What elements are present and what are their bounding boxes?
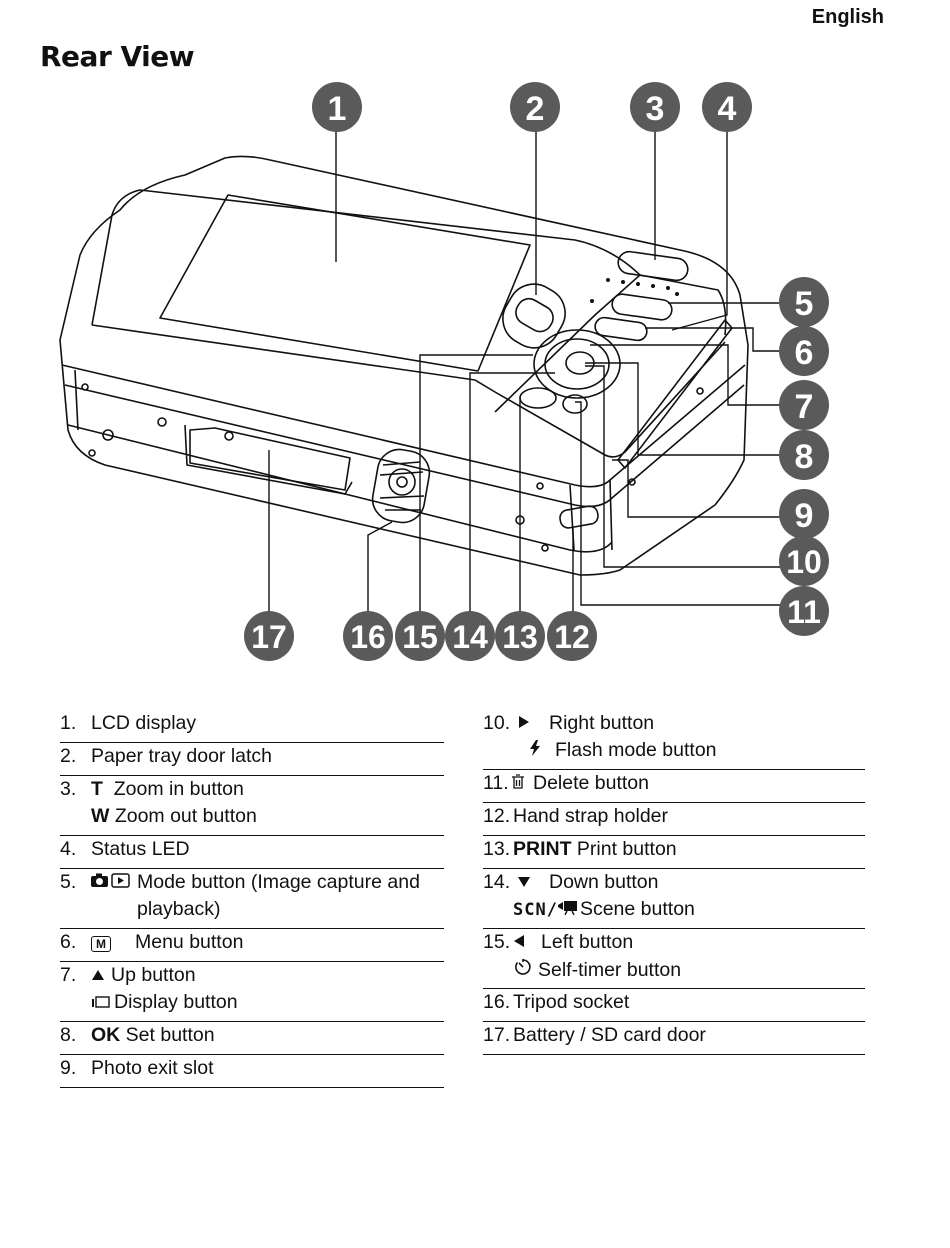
trash-icon: [512, 774, 524, 789]
mode-button: [611, 293, 673, 321]
self-timer-icon: [515, 959, 531, 975]
callout-17: 17: [244, 611, 294, 661]
svg-text:15: 15: [402, 619, 438, 655]
svg-text:1: 1: [328, 90, 347, 128]
legend-item-11: 11. Delete button: [483, 770, 865, 803]
camera-body: [59, 155, 749, 576]
battery-door: [189, 427, 351, 491]
print-button: [519, 387, 557, 409]
svg-text:4: 4: [718, 90, 737, 128]
legend-item-8: 8.OK Set button: [60, 1022, 444, 1055]
svg-text:12: 12: [554, 619, 590, 655]
callout-12: 12: [547, 611, 597, 661]
legend-item-17: 17.Battery / SD card door: [483, 1022, 865, 1055]
up-triangle-icon: [92, 970, 104, 980]
legend-item-10: 10. Right button Flash mode button: [483, 710, 865, 770]
legend-item-9: 9.Photo exit slot: [60, 1055, 444, 1088]
legend-item-14: 14. Down button SCN/ Scene button: [483, 869, 865, 929]
legend-item-12: 12.Hand strap holder: [483, 803, 865, 836]
callout-2: 2: [510, 82, 560, 132]
callout-10: 10: [779, 536, 829, 586]
svg-text:16: 16: [350, 619, 386, 655]
zoom-button: [617, 250, 689, 282]
camera-playback-icon: [91, 873, 130, 888]
display-icon: [92, 996, 110, 1008]
legend-item-7: 7. Up button Display button: [60, 962, 444, 1022]
flash-icon: [530, 740, 540, 756]
down-triangle-icon: [518, 877, 530, 887]
language-label: English: [811, 6, 884, 28]
lcd-display: [159, 194, 531, 372]
legend-item-15: 15. Left button Self-timer button: [483, 929, 865, 989]
legend-item-16: 16.Tripod socket: [483, 989, 865, 1022]
menu-button: [594, 316, 648, 342]
callout-11: 11: [779, 586, 829, 636]
callout-8: 8: [779, 430, 829, 480]
callout-9: 9: [779, 489, 829, 539]
svg-text:10: 10: [786, 544, 822, 580]
movie-camera-icon: [557, 901, 577, 915]
svg-text:7: 7: [795, 388, 814, 426]
callout-16: 16: [343, 611, 393, 661]
svg-text:11: 11: [787, 594, 821, 630]
callout-13: 13: [495, 611, 545, 661]
svg-text:13: 13: [502, 619, 538, 655]
tripod-socket: [371, 448, 431, 524]
legend-left: 1.LCD display 2.Paper tray door latch 3.…: [60, 710, 444, 1088]
legend-item-2: 2.Paper tray door latch: [60, 743, 444, 776]
legend-item-13: 13.PRINT Print button: [483, 836, 865, 869]
callout-7: 7: [779, 380, 829, 430]
svg-text:3: 3: [646, 90, 665, 128]
scene-scn-label: SCN/: [513, 900, 558, 920]
delete-button: [562, 394, 588, 414]
svg-text:6: 6: [795, 334, 814, 372]
legend-item-1: 1.LCD display: [60, 710, 444, 743]
callout-5: 5: [779, 277, 829, 327]
svg-text:5: 5: [795, 285, 814, 323]
svg-text:2: 2: [526, 90, 545, 128]
legend-item-5: 5. Mode button (Image capture and playba…: [60, 869, 444, 929]
photo-exit-slot: [617, 319, 733, 469]
callout-4: 4: [702, 82, 752, 132]
camera-rear-view-diagram: 1 2 3 4 5 6 7 8 9 10 11 12 13 14 15 16 1…: [59, 82, 829, 661]
legend-item-4: 4.Status LED: [60, 836, 444, 869]
callout-14: 14: [445, 611, 495, 661]
d-pad: [533, 329, 621, 399]
callout-3: 3: [630, 82, 680, 132]
svg-text:14: 14: [452, 619, 488, 655]
strap-holder: [559, 505, 599, 529]
page-title: Rear View: [40, 40, 195, 73]
callout-6: 6: [779, 326, 829, 376]
paper-tray-latch: [502, 283, 566, 349]
right-triangle-icon: [519, 716, 529, 728]
svg-text:17: 17: [251, 619, 287, 655]
callout-1: 1: [312, 82, 362, 132]
callout-15: 15: [395, 611, 445, 661]
menu-m-icon: M: [91, 936, 111, 952]
legend-item-3: 3.T Zoom in button W Zoom out button: [60, 776, 444, 836]
svg-text:9: 9: [795, 497, 814, 535]
legend-right: 10. Right button Flash mode button 11. D…: [483, 710, 865, 1055]
svg-text:8: 8: [795, 438, 814, 476]
left-triangle-icon: [514, 935, 524, 947]
